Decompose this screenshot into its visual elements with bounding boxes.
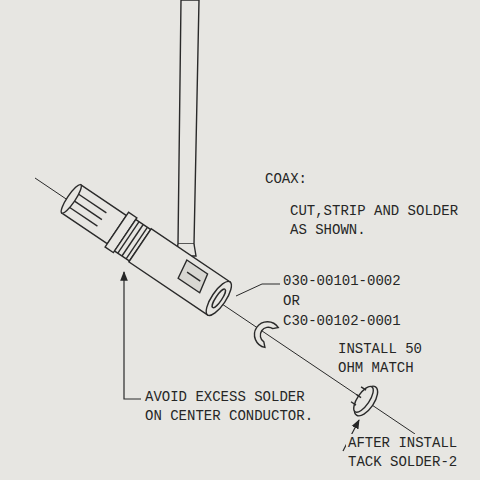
note-text: CUT,STRIP AND SOLDER AS SHOWN.: [288, 202, 470, 240]
part-number: C30-00102-0001: [281, 312, 403, 331]
50-ohm-match: [249, 317, 278, 349]
install-note: INSTALL 50 OHM MATCH: [336, 340, 448, 378]
coax-cable: [178, 0, 199, 244]
note-heading: COAX:: [263, 170, 309, 189]
part-number: 030-00101-0002: [281, 272, 403, 291]
part-number-leader: [236, 284, 280, 296]
part-number-or: OR: [281, 292, 302, 311]
tack-note: AFTER INSTALL: [346, 434, 459, 453]
end-cap: [347, 380, 383, 419]
bnc-connector: [56, 179, 236, 320]
solder-note: AVOID EXCESS SOLDER ON CENTER CONDUCTOR.: [143, 388, 327, 426]
tack-note: TACK SOLDER-2: [346, 453, 459, 472]
solder-note-leader: [124, 272, 141, 399]
